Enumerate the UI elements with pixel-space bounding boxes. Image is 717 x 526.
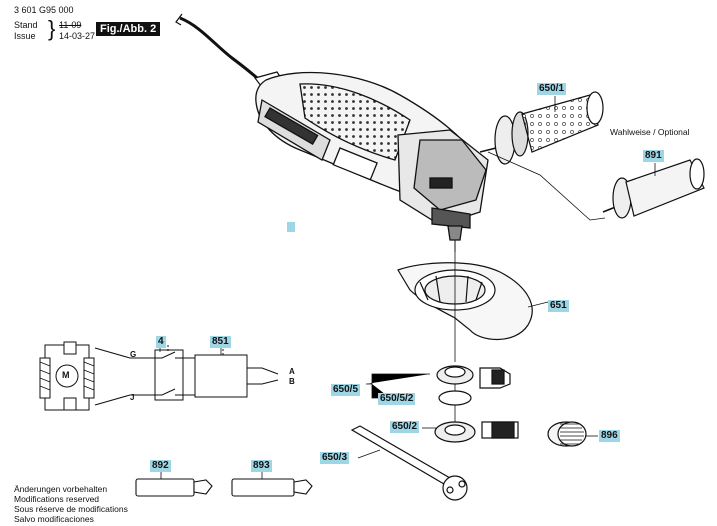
terminal-a: A: [289, 367, 295, 376]
label-892: 892: [150, 460, 171, 472]
flange-650-5: [436, 365, 511, 406]
quick-nut-896: [547, 421, 587, 447]
doc-number: 3 601 G95 000: [14, 5, 74, 15]
guard-651: [397, 262, 533, 341]
terminal-b: B: [289, 377, 295, 386]
footer-line-3: Sous réserve de modifications: [14, 504, 128, 514]
side-handle-891: [602, 158, 705, 219]
wiring-schematic: [39, 341, 279, 411]
brush-893: [231, 478, 313, 497]
label-851: 851: [210, 336, 231, 348]
motor-label: M: [62, 370, 70, 380]
stand-value: 11-09: [59, 20, 82, 30]
label-650-5-2: 650/5/2: [378, 393, 416, 405]
stand-label: Stand: [14, 20, 38, 30]
terminal-g: G: [130, 350, 137, 359]
issue-value: 14-03-27: [59, 31, 96, 41]
label-4: 4: [156, 336, 166, 348]
label-650-3: 650/3: [320, 452, 350, 464]
spanner-650-3: [350, 425, 468, 501]
footer-line-1: Änderungen vorbehalten: [14, 484, 108, 494]
brace-icon: }: [48, 16, 56, 41]
issue-label: Issue: [14, 31, 36, 41]
label-650-5: 650/5: [331, 384, 361, 396]
label-893: 893: [251, 460, 272, 472]
marker: [287, 222, 295, 232]
label-891: 891: [643, 150, 664, 162]
label-651: 651: [548, 300, 569, 312]
label-650-1: 650/1: [537, 83, 567, 95]
label-650-2: 650/2: [390, 421, 420, 433]
terminal-j: J: [130, 393, 135, 402]
angle-grinder: [255, 71, 489, 252]
brush-892: [135, 478, 213, 497]
aux-handle-650-1: [479, 91, 604, 165]
footer-line-4: Salvo modificaciones: [14, 514, 94, 524]
footer-line-2: Modifications reserved: [14, 494, 100, 504]
figure-title: Fig./Abb. 2: [96, 22, 161, 36]
nut-650-2: [434, 421, 519, 443]
label-optional: Wahlweise / Optional: [610, 127, 690, 137]
label-896: 896: [599, 430, 620, 442]
